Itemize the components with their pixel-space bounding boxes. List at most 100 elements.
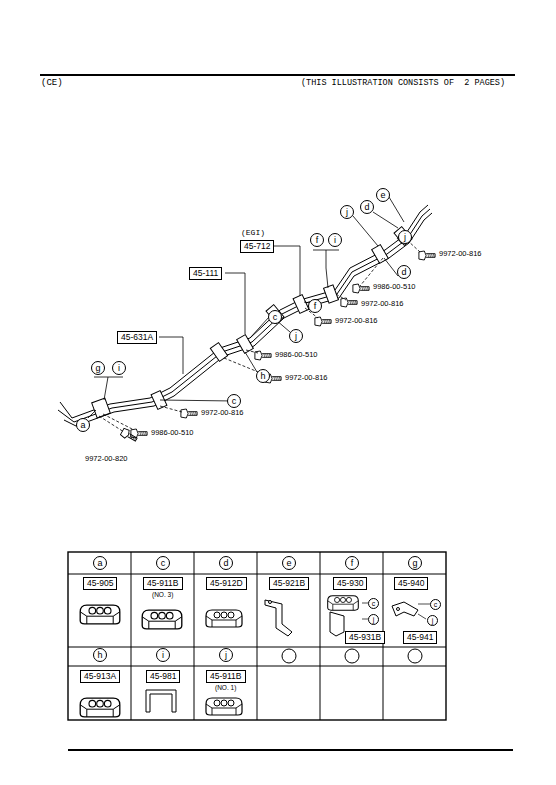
callout-text: c <box>273 313 278 322</box>
callout-text: a <box>80 421 85 430</box>
bolt-part-number: 9972-00-816 <box>284 374 329 382</box>
callout-letter: c <box>368 598 379 609</box>
callout-text: i <box>334 236 336 245</box>
callout-text: j <box>432 617 434 624</box>
callout-letter: c <box>430 599 441 610</box>
callout-letter: j <box>289 329 303 343</box>
callout-text: i <box>118 364 120 373</box>
callout-letter: e <box>282 556 296 570</box>
callout-text: a <box>97 559 102 568</box>
callout-letter: g <box>91 361 105 375</box>
part-number-box: 45-981 <box>146 670 180 683</box>
callout-text: j <box>404 233 406 242</box>
callout-letter: h <box>256 369 270 383</box>
callout-letter: j <box>398 230 412 244</box>
callout-text: d <box>401 268 406 277</box>
bolt-part-number: 9972-00-816 <box>334 317 379 325</box>
callout-text: g <box>95 364 100 373</box>
callout-letter: a <box>93 556 107 570</box>
callout-letter: i <box>328 233 342 247</box>
callout-text: h <box>260 372 265 381</box>
bolt-part-number: 9972-00-816 <box>200 409 245 417</box>
part-number-box: 45-712 <box>240 240 274 253</box>
part-number: 45-111 <box>193 269 218 278</box>
callout-letter: j <box>219 648 233 662</box>
callout-letter: a <box>76 418 90 432</box>
part-number-box: 45-941 <box>403 631 437 644</box>
part-number-box: 45-912D <box>206 577 247 590</box>
callout-letter: f <box>310 233 324 247</box>
part-number-box: 45-905 <box>83 577 117 590</box>
callout-letter: c <box>156 556 170 570</box>
part-number: 45-905 <box>87 579 113 588</box>
callout-text: f <box>316 236 319 245</box>
part-number: 45-931B <box>349 633 381 642</box>
part-number: 45-912D <box>210 579 243 588</box>
callout-letter: d <box>360 200 374 214</box>
callout-text: f <box>351 559 354 568</box>
part-number: 45-981 <box>150 672 176 681</box>
part-number: 45-712 <box>244 242 270 251</box>
bolt-part-number: 9986-00-510 <box>372 283 417 291</box>
callout-letter: e <box>376 188 390 202</box>
callout-letter: g <box>408 556 422 570</box>
callout-text: e <box>380 191 385 200</box>
callout-text: j <box>295 332 297 341</box>
bolt-part-number: 9972-00-820 <box>84 455 129 463</box>
clip-number-note: (NO. 1) <box>214 685 237 692</box>
part-number-box: 45-911B <box>143 577 183 590</box>
part-number-box: 45-931B <box>345 631 385 644</box>
part-number: 45-921B <box>273 579 305 588</box>
callout-text: h <box>97 651 102 660</box>
callout-text: e <box>286 559 291 568</box>
bolt-part-number: 9972-00-816 <box>438 250 483 258</box>
callout-letter: c <box>268 310 282 324</box>
callout-letter: f <box>308 299 322 313</box>
callout-text: c <box>372 600 376 607</box>
part-number-box: 45-940 <box>394 577 428 590</box>
callout-text: c <box>434 601 438 608</box>
bolt-part-number: 9972-00-816 <box>360 300 405 308</box>
clip-number-note: (NO. 3) <box>151 592 174 599</box>
callout-letter: i <box>112 361 126 375</box>
callout-letter: i <box>156 648 170 662</box>
callout-letter: j <box>368 614 379 625</box>
callout-letter: h <box>93 648 107 662</box>
part-number-box: 45-111 <box>189 267 222 280</box>
part-number-box: 45-911B <box>206 670 246 683</box>
bolt-part-number: 9986-00-510 <box>274 351 319 359</box>
callout-text: j <box>346 208 348 217</box>
part-number-box: 45-921B <box>269 577 309 590</box>
callout-text: f <box>314 302 317 311</box>
part-number: 45-940 <box>398 579 424 588</box>
variant-note: (EGI) <box>240 229 266 237</box>
callout-letter: c <box>227 394 241 408</box>
part-number: 45-930 <box>337 579 363 588</box>
part-number: 45-911B <box>147 579 179 588</box>
part-number: 45-913A <box>84 672 116 681</box>
callout-text: i <box>162 651 164 660</box>
callout-letter: j <box>427 615 438 626</box>
bolt-part-number: 9986-00-510 <box>150 429 195 437</box>
part-number-box: 45-631A <box>117 331 157 344</box>
callout-letter: f <box>345 556 359 570</box>
callout-text: g <box>412 559 417 568</box>
callout-text: j <box>373 616 375 623</box>
callout-letter: d <box>397 265 411 279</box>
part-number: 45-941 <box>407 633 433 642</box>
callout-letter: d <box>219 556 233 570</box>
part-number: 45-631A <box>121 333 153 342</box>
callout-text: d <box>223 559 228 568</box>
part-number: 45-911B <box>210 672 242 681</box>
header-code: (CE) <box>40 79 64 88</box>
callout-letter: j <box>340 205 354 219</box>
callout-text: j <box>225 651 227 660</box>
callout-text: c <box>161 559 166 568</box>
callout-text: c <box>232 397 237 406</box>
header-note: (THIS ILLUSTRATION CONSISTS OF 2 PAGES) <box>300 79 506 88</box>
part-number-box: 45-913A <box>80 670 120 683</box>
callout-text: d <box>364 203 369 212</box>
part-number-box: 45-930 <box>333 577 367 590</box>
